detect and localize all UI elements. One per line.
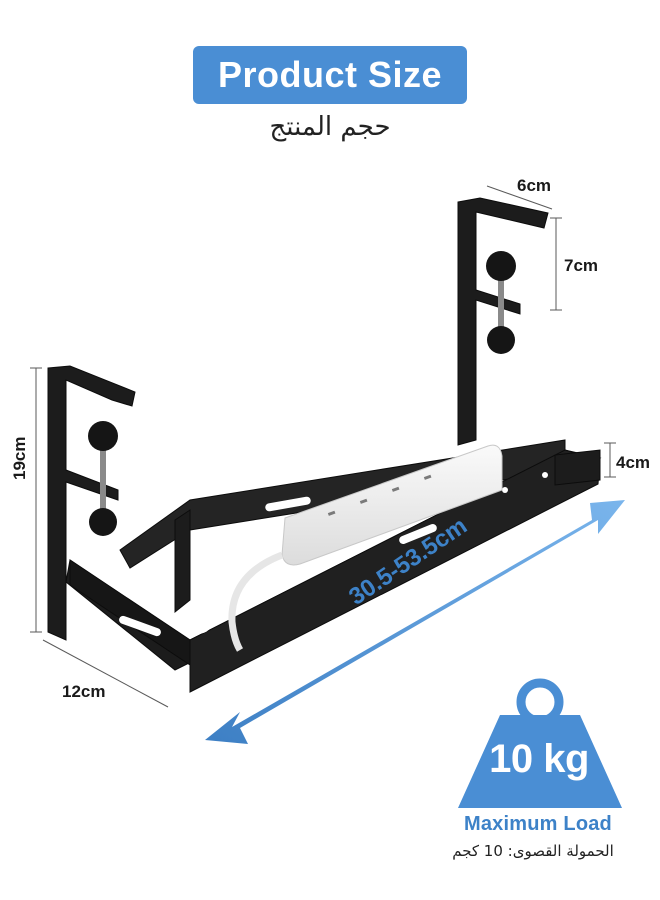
dim-depth: 12cm	[62, 682, 106, 701]
weight-value: 10 kg	[489, 737, 589, 781]
weight-icon	[458, 678, 622, 808]
page-title: Product Size	[193, 46, 467, 104]
clamp-knobs	[88, 251, 516, 536]
cable-tray-icon	[47, 197, 602, 693]
double-arrow-icon	[205, 500, 625, 744]
dim-clamp-height: 7cm	[564, 256, 599, 275]
dim-side-height: 4cm	[616, 453, 651, 472]
dim-top-width: 6cm	[517, 176, 552, 195]
max-load-label: Maximum Load	[464, 813, 612, 835]
dimension-lines	[30, 185, 616, 708]
power-strip-icon	[228, 444, 503, 652]
page-subtitle-ar: حجم المنتج	[269, 112, 391, 142]
dim-total-height: 19cm	[10, 437, 30, 480]
tray-cutouts	[97, 472, 548, 680]
dim-total-height-text: 19cm	[10, 436, 29, 480]
max-load-label-ar: الحمولة القصوى: 10 كجم	[452, 842, 614, 860]
